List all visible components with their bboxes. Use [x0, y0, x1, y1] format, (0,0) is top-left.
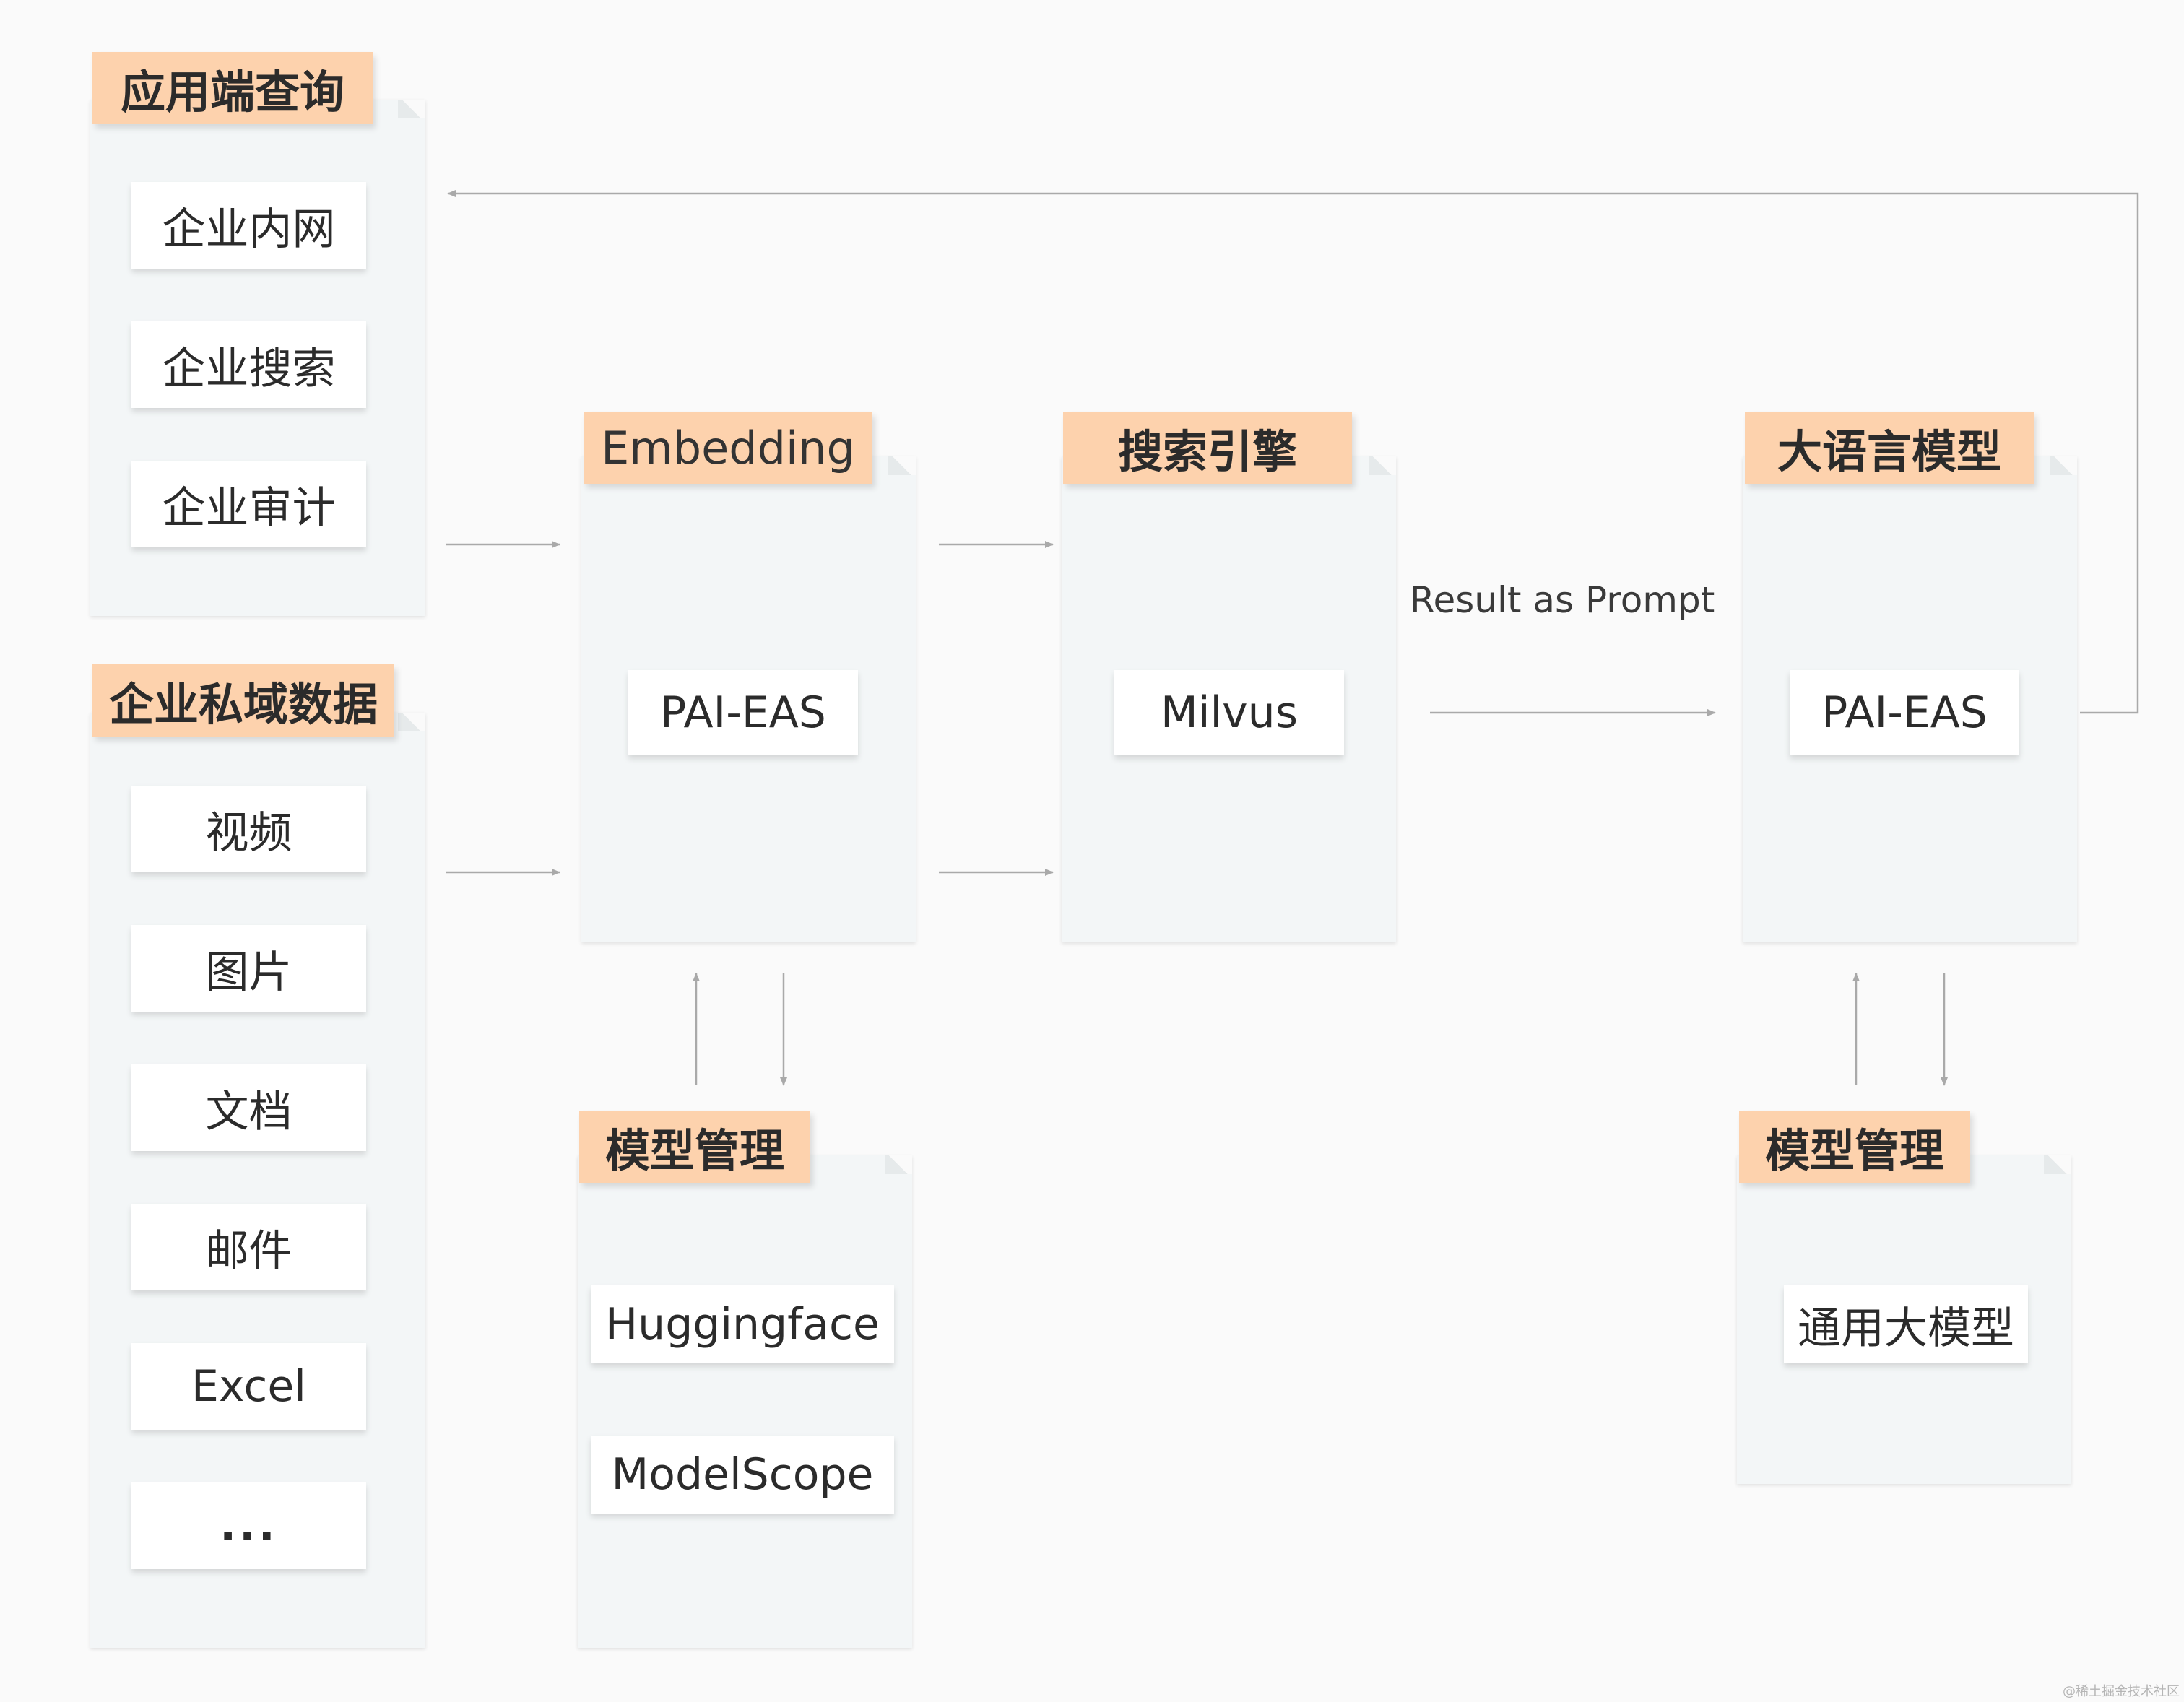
- embedding-title: Embedding: [584, 412, 872, 484]
- panel-corner-fold: [885, 1155, 912, 1174]
- search-engine-title: 搜索引擎: [1063, 412, 1352, 484]
- llm-pai-eas-card: PAI-EAS: [1790, 670, 2019, 755]
- panel-corner-fold: [2050, 456, 2077, 475]
- panel-corner-fold: [1369, 456, 1396, 475]
- model-mgmt-huggingface-card: Huggingface: [591, 1285, 894, 1363]
- search-engine-milvus-card: Milvus: [1114, 670, 1344, 755]
- model-mgmt-general-llm-card: 通用大模型: [1784, 1285, 2028, 1363]
- panel-corner-fold: [398, 100, 425, 118]
- feedback-loop-arrow: [447, 190, 2139, 714]
- model-mgmt-left-title: 模型管理: [579, 1111, 810, 1183]
- panel-corner-fold: [2044, 1155, 2071, 1174]
- watermark-text: @稀土掘金技术社区: [2063, 1684, 2180, 1699]
- private-data-item-video: 视频: [131, 786, 366, 872]
- app-query-item-intranet: 企业内网: [131, 182, 366, 269]
- llm-title: 大语言模型: [1745, 412, 2034, 484]
- private-data-item-image: 图片: [131, 925, 366, 1012]
- embedding-pai-eas-card: PAI-EAS: [628, 670, 858, 755]
- app-query-item-search: 企业搜索: [131, 321, 366, 408]
- model-mgmt-right-title: 模型管理: [1739, 1111, 1970, 1183]
- panel-corner-fold: [398, 713, 425, 731]
- app-query-item-audit: 企业审计: [131, 461, 366, 547]
- panel-corner-fold: [888, 456, 916, 475]
- app-query-title: 应用端查询: [92, 52, 373, 124]
- model-mgmt-left-panel: [578, 1155, 912, 1648]
- private-data-item-document: 文档: [131, 1064, 366, 1151]
- private-data-title: 企业私域数据: [92, 664, 394, 737]
- result-as-prompt-label: Result as Prompt: [1410, 579, 1715, 621]
- private-data-item-excel: Excel: [131, 1343, 366, 1430]
- private-data-item-more: ...: [131, 1482, 366, 1569]
- model-mgmt-modelscope-card: ModelScope: [591, 1436, 894, 1514]
- private-data-item-email: 邮件: [131, 1204, 366, 1290]
